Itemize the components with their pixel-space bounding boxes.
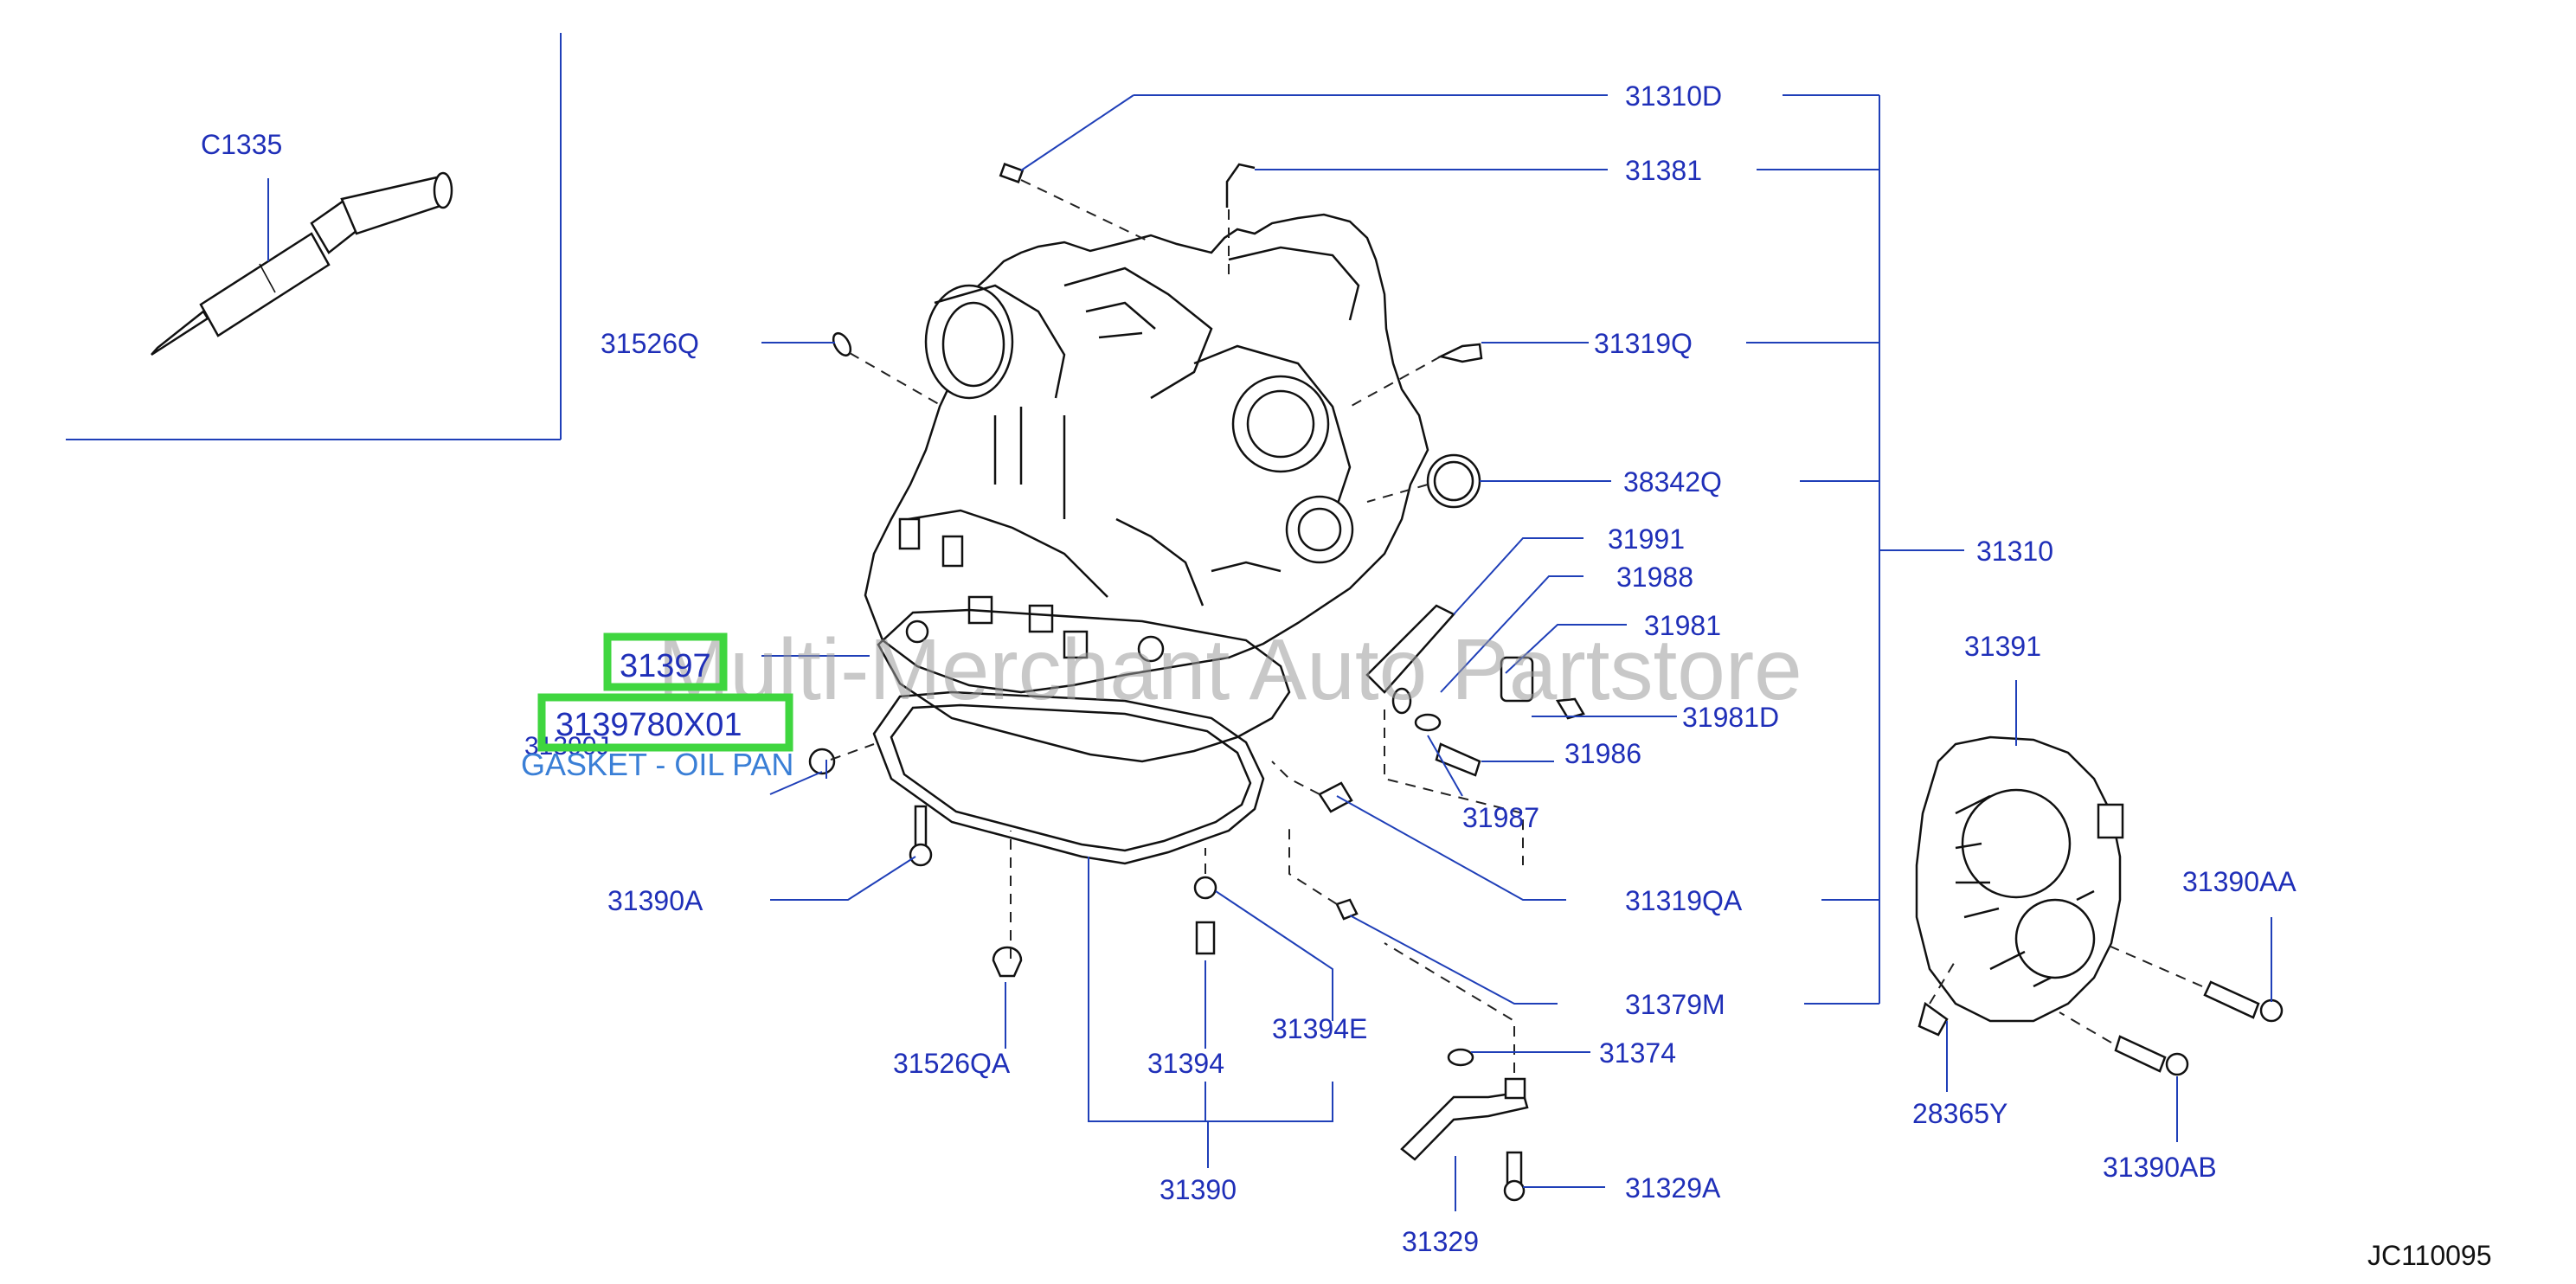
callout-31391[interactable]: 31391 [1964,631,2041,662]
hardware-parts [808,163,2284,1202]
part-callouts: C1335 31310D 31381 31526Q 31319Q 38342Q … [201,80,2297,1257]
callout-31397[interactable]: 31397 [620,648,711,684]
transmission-case-drawing [864,213,1429,694]
callout-31381[interactable]: 31381 [1625,155,1702,186]
highlight-box-part-number [537,693,793,752]
side-cover-drawing [1915,735,2124,1023]
callout-c1335[interactable]: C1335 [201,129,282,160]
callout-31390[interactable]: 31390 [1160,1174,1237,1205]
callout-31310d[interactable]: 31310D [1625,80,1722,112]
highlighted-part: 31397 3139780X01 GASKET - OIL PAN [521,632,793,782]
highlighted-part-number[interactable]: 3139780X01 [556,707,742,743]
callout-31981d[interactable]: 31981D [1682,702,1779,733]
leader-lines [267,94,2272,1211]
inset-frame [66,33,562,440]
sealant-tube-icon [151,171,453,356]
callout-31526qa[interactable]: 31526QA [893,1048,1011,1079]
highlighted-part-description: GASKET - OIL PAN [521,747,793,782]
callout-38342q[interactable]: 38342Q [1623,466,1722,498]
callout-31329a[interactable]: 31329A [1625,1172,1721,1204]
oil-pan-drawing [872,690,1265,865]
callout-28365y[interactable]: 28365Y [1912,1098,2007,1129]
diagram-code: JC110095 [2367,1240,2492,1271]
callout-31394[interactable]: 31394 [1147,1048,1224,1079]
oil-pan-gasket-drawing [877,608,1291,763]
callout-31379m[interactable]: 31379M [1625,989,1725,1020]
callout-31986[interactable]: 31986 [1564,738,1641,769]
callout-31310[interactable]: 31310 [1976,536,2053,567]
callout-31991[interactable]: 31991 [1608,523,1685,555]
callout-31329[interactable]: 31329 [1402,1226,1479,1257]
callout-31981[interactable]: 31981 [1644,610,1721,641]
callout-31390aa[interactable]: 31390AA [2182,866,2297,897]
callout-31394e[interactable]: 31394E [1272,1013,1367,1044]
callout-31374[interactable]: 31374 [1599,1037,1676,1069]
callout-31319qa[interactable]: 31319QA [1625,885,1743,916]
callout-31390a[interactable]: 31390A [607,885,703,916]
callout-31390ab[interactable]: 31390AB [2103,1152,2217,1183]
dashed-assembly-lines [830,179,2203,1073]
callout-31319q[interactable]: 31319Q [1594,328,1693,359]
callout-31987[interactable]: 31987 [1462,802,1539,833]
highlight-box-31397 [603,632,728,691]
callout-31988[interactable]: 31988 [1616,562,1693,593]
watermark-text: Multi-Merchant Auto Partstore [658,621,1802,718]
callout-31526q[interactable]: 31526Q [601,328,699,359]
